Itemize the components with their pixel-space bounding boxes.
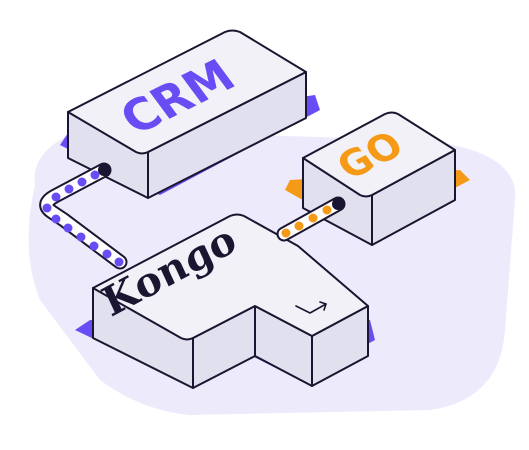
connector-dot bbox=[42, 203, 52, 213]
connector-dot bbox=[90, 170, 100, 180]
connector-dot bbox=[281, 228, 291, 238]
go-top bbox=[302, 111, 456, 198]
connector-dot bbox=[51, 214, 61, 224]
connector-dot bbox=[77, 177, 87, 187]
connector-dot bbox=[63, 223, 73, 233]
corner-return-arrow-icon bbox=[295, 301, 327, 314]
connector-dot bbox=[51, 192, 61, 202]
connector-dot bbox=[76, 232, 86, 242]
go-connector-plug bbox=[332, 198, 344, 210]
connector-dot bbox=[89, 241, 99, 251]
connector-dot bbox=[102, 249, 112, 259]
go-kongo-connector bbox=[276, 196, 346, 242]
crm-top bbox=[67, 29, 307, 155]
connector-dot bbox=[322, 205, 332, 215]
connector-dot bbox=[294, 221, 304, 231]
crm-kongo-connector bbox=[39, 162, 128, 270]
connector-dot bbox=[64, 184, 74, 194]
crm-block: CRM bbox=[60, 29, 320, 199]
connector-dot bbox=[308, 213, 318, 223]
crm-connector-plug bbox=[98, 164, 110, 176]
connector-dot bbox=[114, 257, 124, 267]
